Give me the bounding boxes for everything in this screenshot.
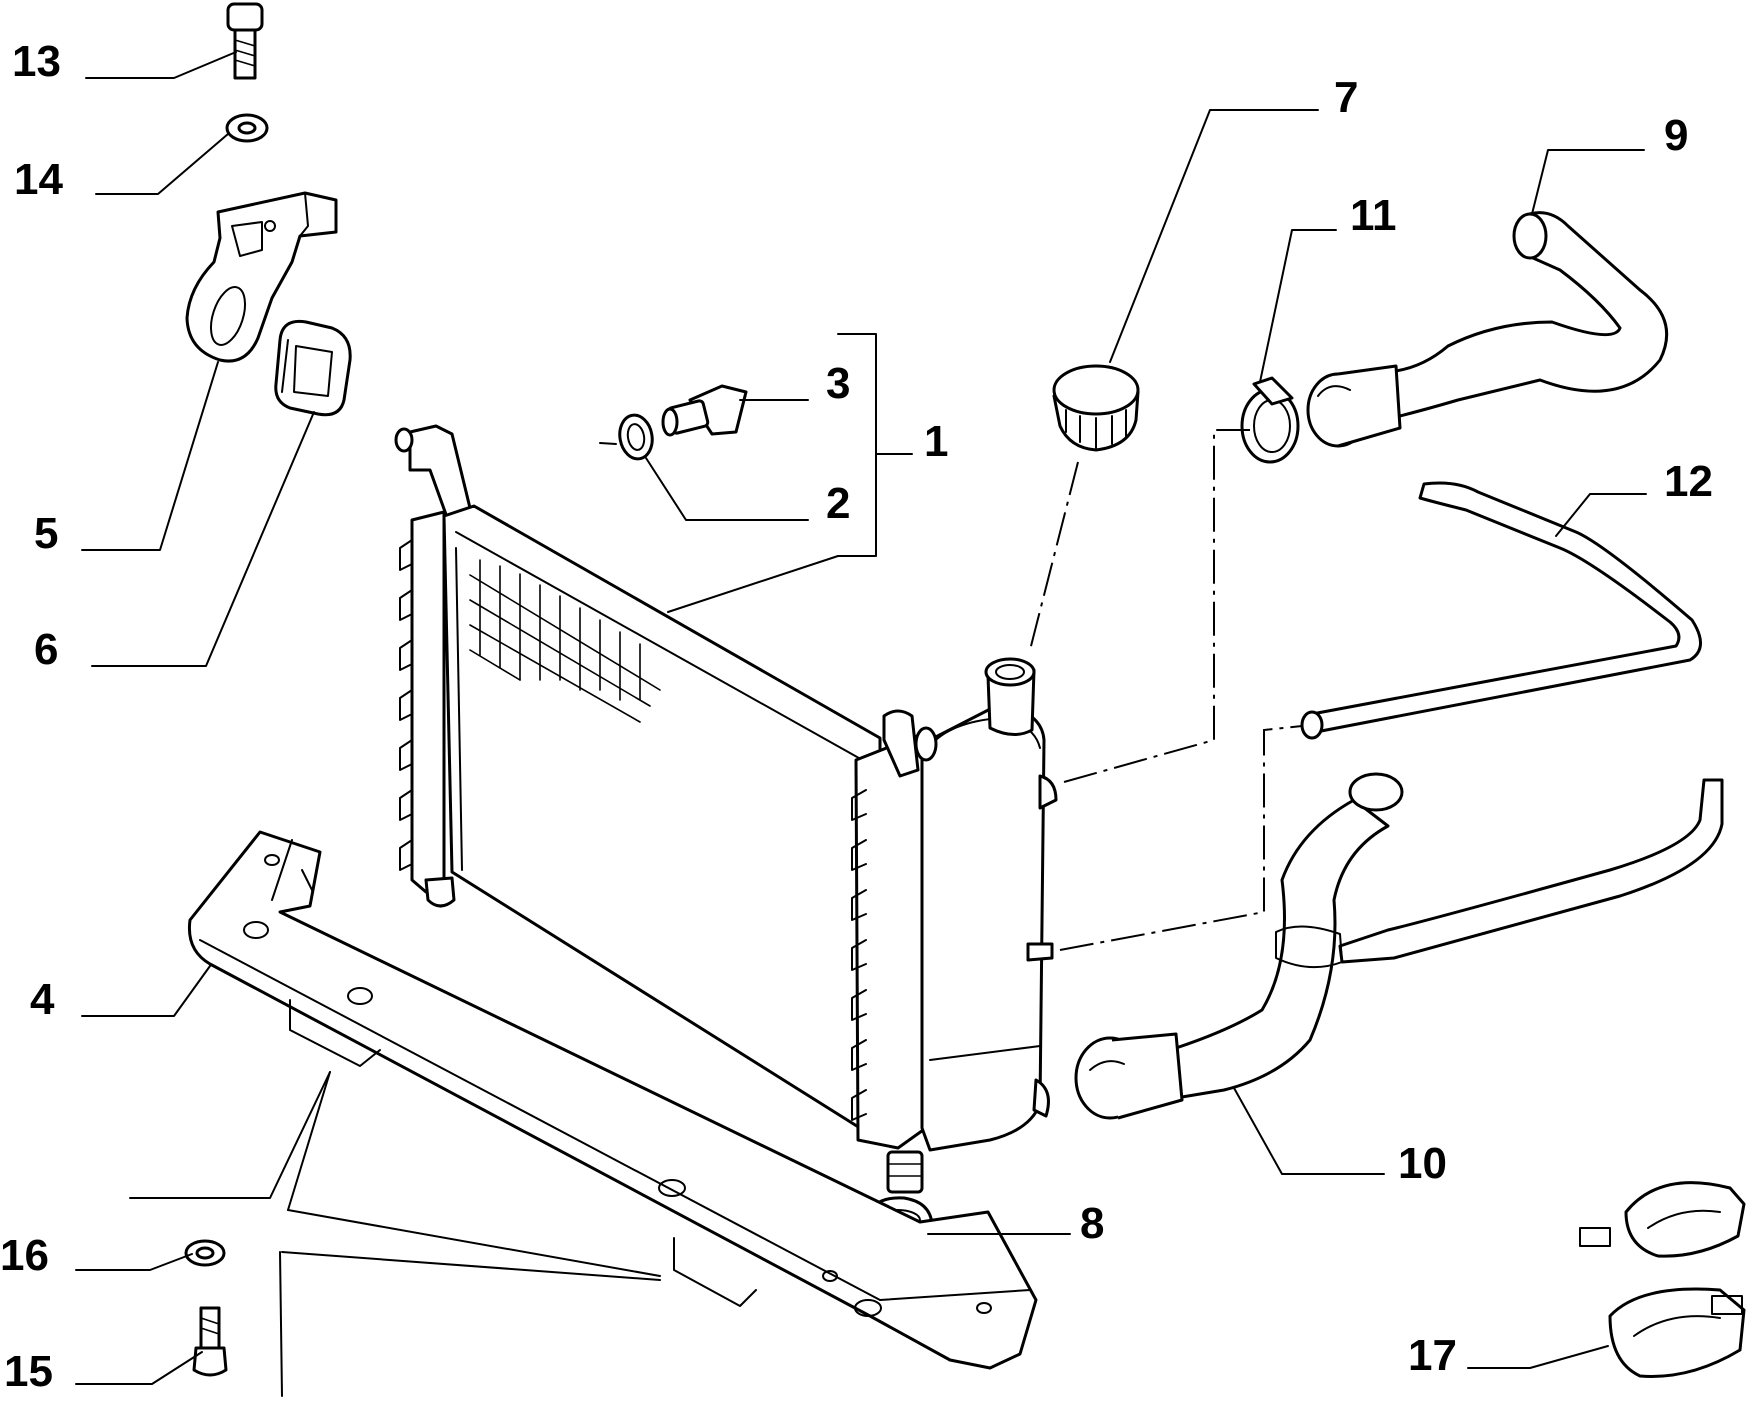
part-6-grommet	[274, 319, 352, 417]
part-12-bleed-hose	[1300, 481, 1702, 740]
callout-5: 5	[34, 509, 58, 558]
assembly-lines	[1029, 429, 1303, 951]
callout-6: 6	[34, 625, 58, 674]
callout-2: 2	[826, 479, 850, 528]
part-4-crossmember	[187, 830, 1038, 1370]
callout-labels: 13 14 5 6 4 16 15 3 1 2 7 9 11 12 10 8 1…	[0, 37, 1713, 1396]
part-7-cap	[1052, 364, 1140, 452]
callout-17: 17	[1408, 1331, 1457, 1380]
callout-7: 7	[1334, 73, 1358, 122]
callout-11: 11	[1350, 191, 1397, 240]
callout-9: 9	[1664, 111, 1688, 160]
part-10-lower-hose	[1074, 772, 1724, 1120]
core-fins	[469, 559, 661, 723]
part-9-upper-hose	[1306, 211, 1669, 448]
callout-4: 4	[30, 975, 55, 1024]
part-15-bolt	[192, 1306, 228, 1377]
part-5-bracket	[185, 191, 338, 363]
part-17-clip	[1579, 1181, 1746, 1378]
part-1-radiator	[394, 424, 1058, 1194]
callout-1: 1	[924, 417, 948, 466]
callout-15: 15	[4, 1347, 53, 1396]
leader-lines	[75, 51, 1647, 1397]
part-11-clamp	[1240, 376, 1300, 464]
part-14-washer	[225, 113, 269, 143]
callout-8: 8	[1080, 1199, 1104, 1248]
callout-10: 10	[1398, 1139, 1447, 1188]
callout-13: 13	[12, 37, 61, 86]
callout-16: 16	[0, 1231, 49, 1280]
callout-12: 12	[1664, 457, 1713, 506]
part-13-bolt	[226, 2, 264, 80]
part-2-seal	[618, 413, 654, 461]
callout-14: 14	[14, 155, 63, 204]
part-16-washer	[184, 1239, 226, 1267]
callout-3: 3	[826, 359, 850, 408]
part-3-sensor	[661, 384, 748, 437]
